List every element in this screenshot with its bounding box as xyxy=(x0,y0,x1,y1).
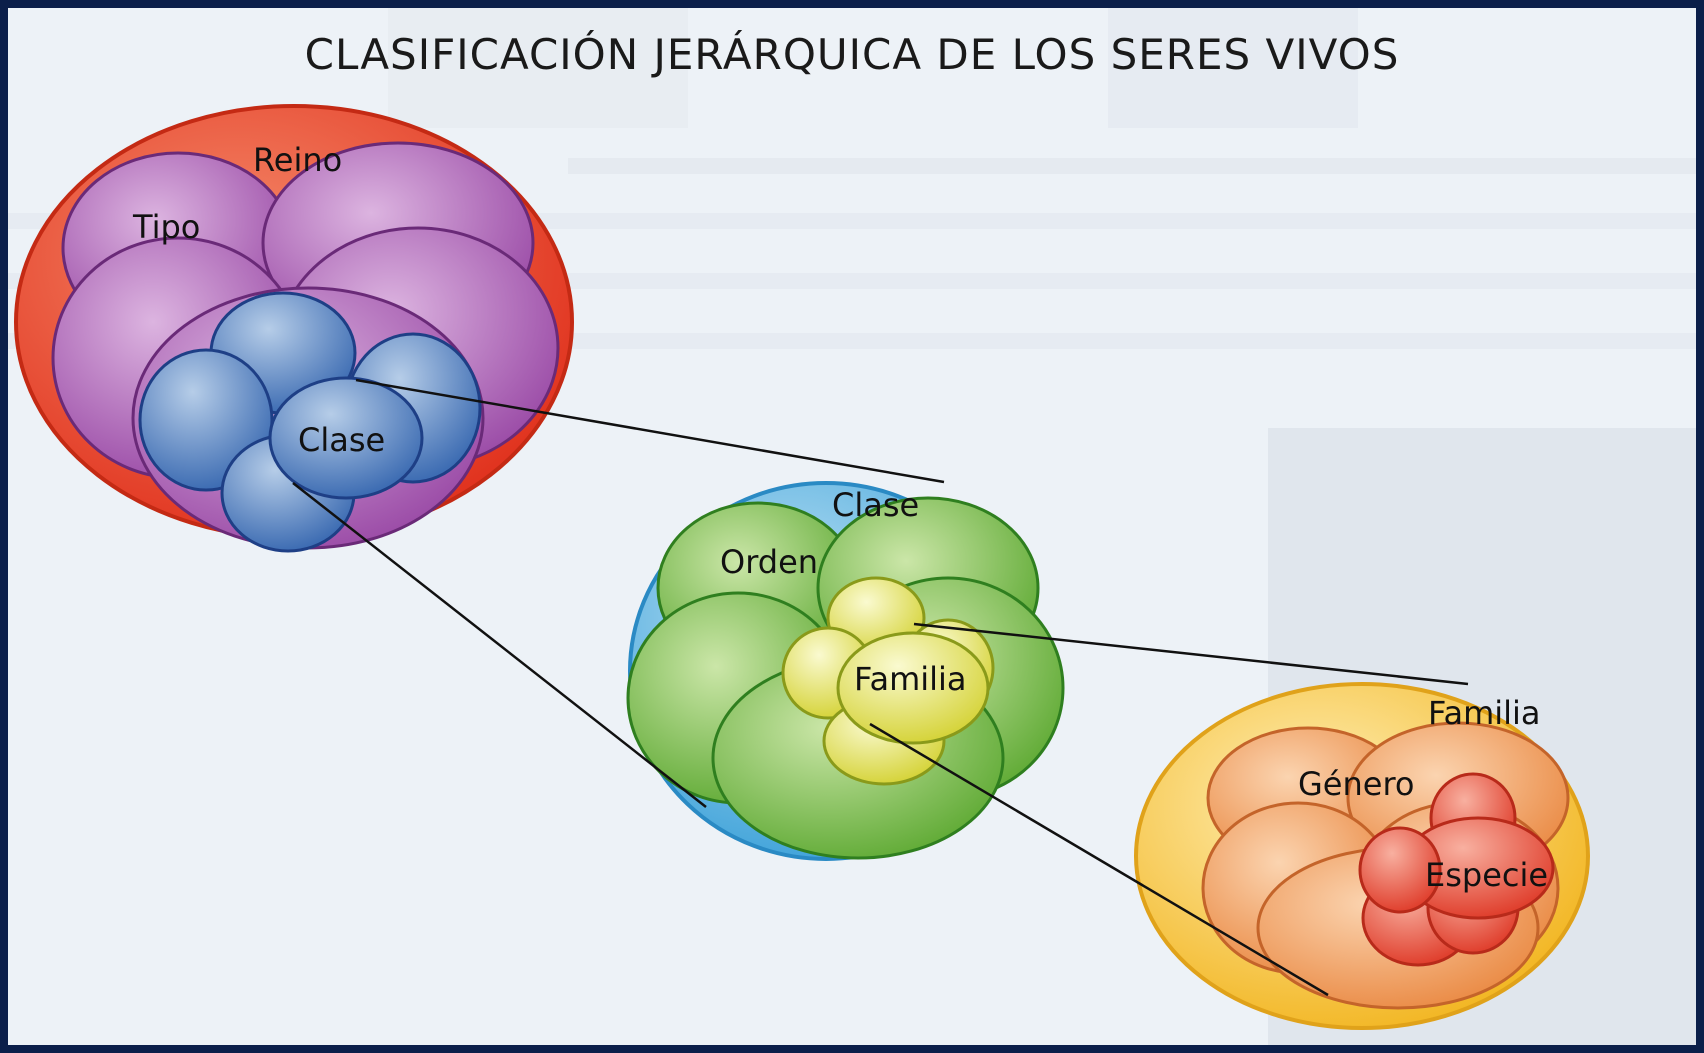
familia-label: Familia xyxy=(1428,694,1541,732)
clase-inner-label: Clase xyxy=(298,421,385,459)
especie-lobes xyxy=(1358,772,1555,967)
clase-label: Clase xyxy=(832,486,919,524)
especie-inner-label: Especie xyxy=(1425,856,1548,894)
clase-lobes xyxy=(138,291,482,553)
familia-inner-label: Familia xyxy=(854,660,967,698)
connector-clase-top xyxy=(355,378,945,484)
genero-label: Género xyxy=(1298,765,1414,803)
tipo-label: Tipo xyxy=(132,208,200,246)
diagram-frame: CLASIFICACIÓN JERÁRQUICA DE LOS SERES VI… xyxy=(8,8,1696,1045)
group-familia: Familia Género Especie xyxy=(1134,682,1590,1030)
group-clase: Clase Orden Familia xyxy=(626,481,1065,861)
reino-label: Reino xyxy=(253,141,342,179)
connector-lines xyxy=(292,378,1469,997)
connector-familia-bottom xyxy=(869,722,1329,997)
familia-lobes xyxy=(781,576,995,786)
diagram-title: CLASIFICACIÓN JERÁRQUICA DE LOS SERES VI… xyxy=(304,30,1400,79)
orden-label: Orden xyxy=(720,543,818,581)
connector-familia-top xyxy=(913,622,1469,686)
classification-diagram: Reino Tipo Clase Clase Orden xyxy=(14,104,1590,1030)
connector-clase-bottom xyxy=(292,482,707,808)
group-reino: Reino Tipo Clase xyxy=(14,104,574,553)
